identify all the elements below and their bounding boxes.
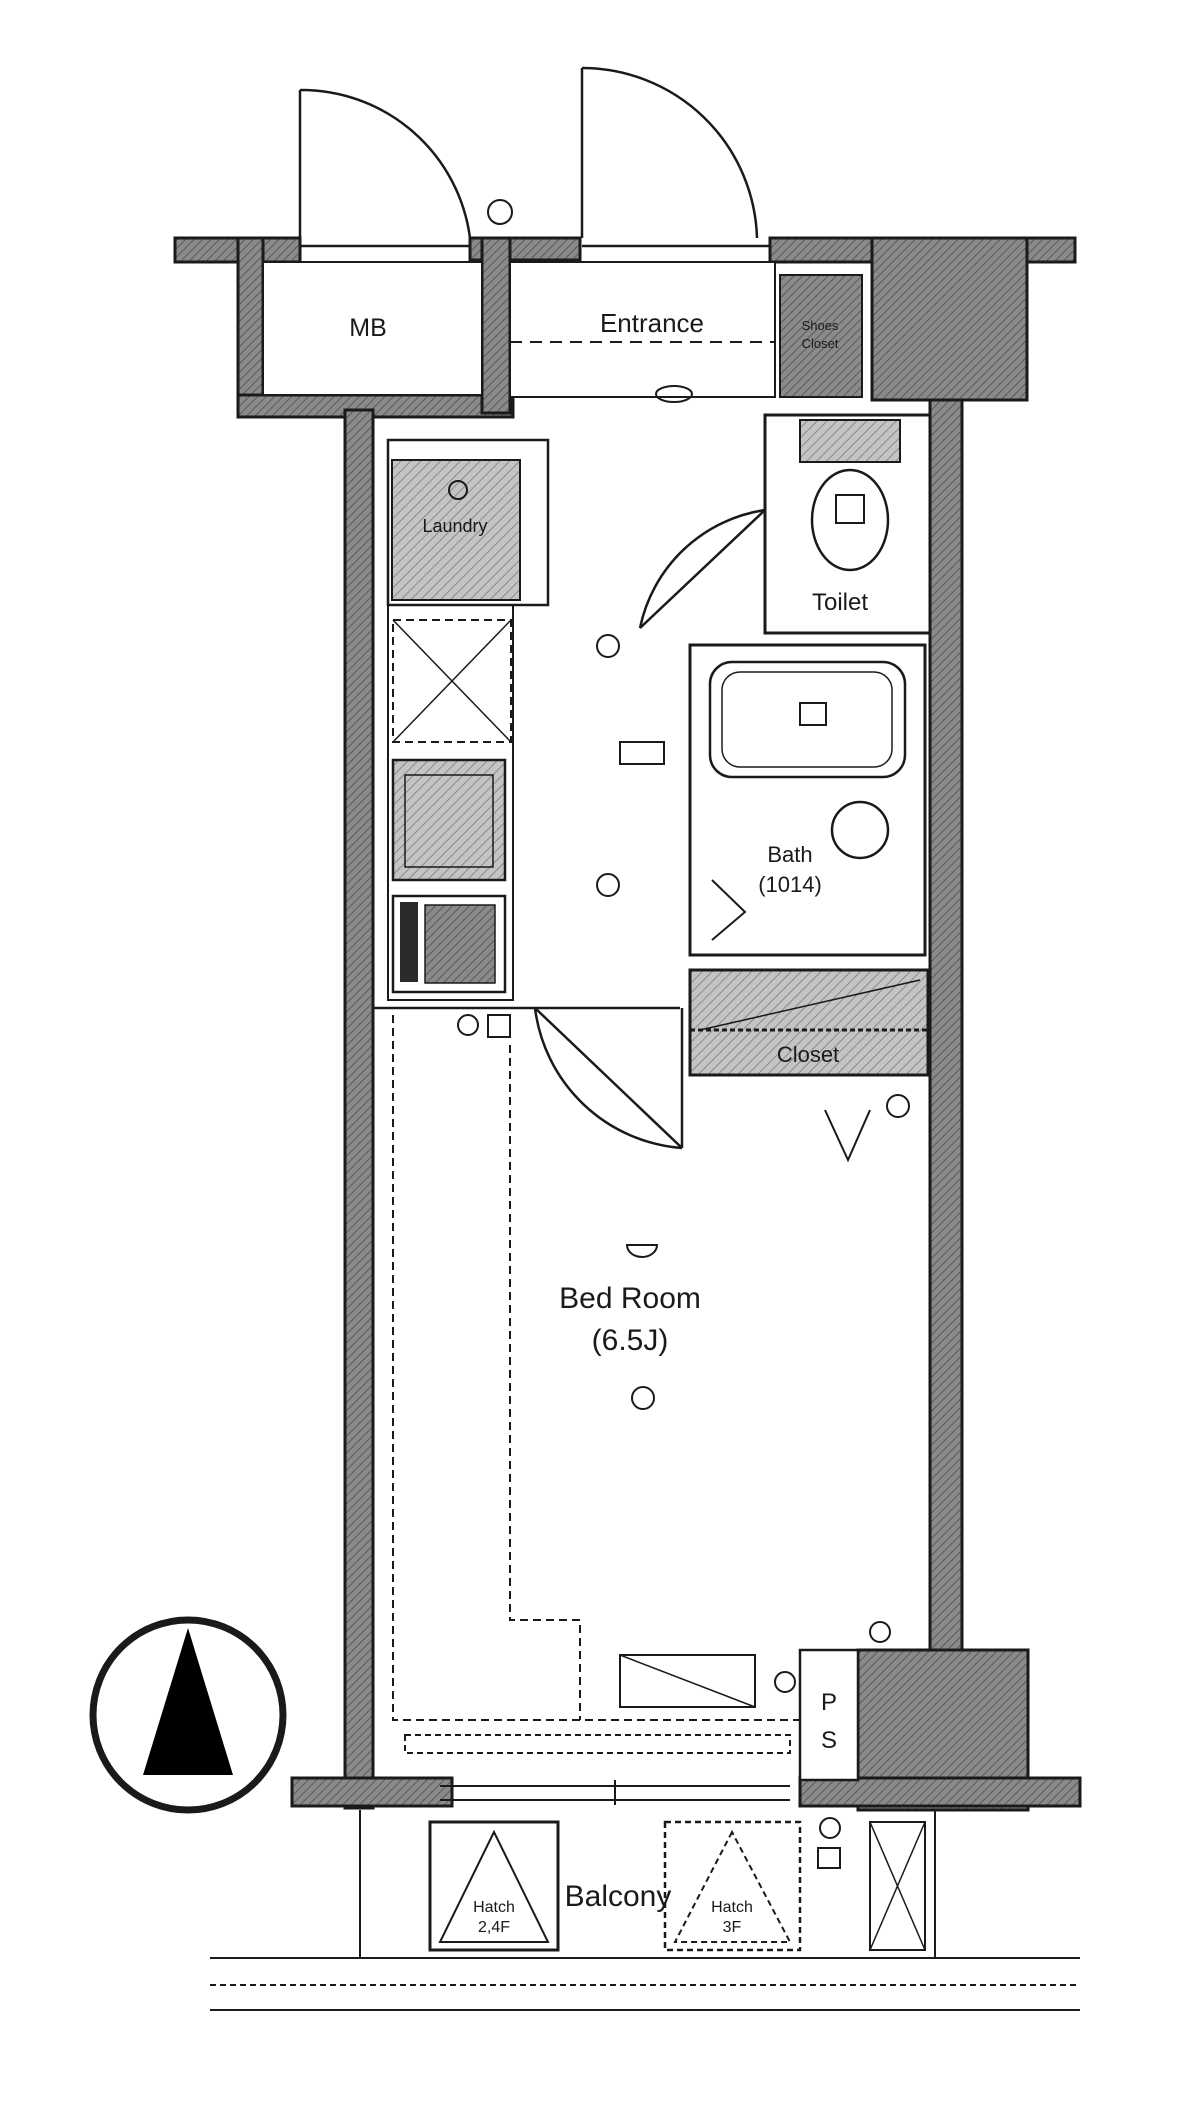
bath-label: Bath (767, 842, 812, 867)
drain-icon (448, 480, 468, 500)
closet-label: Closet (777, 1042, 839, 1067)
shoes-closet-label: Closet (802, 336, 839, 351)
switch-icon (457, 1014, 479, 1036)
balcony (210, 1810, 1080, 2011)
hatch-a-floor: 2,4F (478, 1919, 510, 1936)
hatch-b-label: Hatch (711, 1899, 753, 1916)
outlet-icon (869, 1621, 891, 1643)
laundry-label: Laundry (422, 516, 487, 536)
kitchen-counter (387, 604, 514, 1001)
ac-unit-icon (869, 1821, 926, 1951)
balcony-window (404, 1734, 791, 1805)
ceiling-light-icon (625, 1244, 659, 1258)
bedroom-size-label: (6.5J) (592, 1324, 669, 1357)
aircon-icon (824, 1109, 871, 1163)
light-icon (596, 634, 620, 658)
light-icon (596, 873, 620, 897)
mb-label: MB (349, 314, 387, 342)
shoes-closet (779, 274, 863, 398)
toilet-door (638, 508, 766, 629)
mb-room (262, 261, 483, 396)
walls (173, 236, 1082, 1812)
outlet-icon (774, 1671, 796, 1693)
heater-icon (619, 1654, 756, 1708)
entrance-doors (298, 66, 770, 248)
kitchen-sink (391, 758, 507, 882)
bathtub-icon (708, 660, 907, 779)
shoes-label: Shoes (802, 318, 839, 333)
toilet-icon (810, 468, 890, 572)
outlet-icon (817, 1847, 841, 1869)
sensor-icon (487, 199, 513, 225)
entrance-label: Entrance (600, 308, 704, 338)
hatch-a (428, 1820, 560, 1952)
outlet-icon (886, 1094, 910, 1118)
ps-shaft (798, 1648, 860, 1782)
hatch-a-label: Hatch (473, 1899, 515, 1916)
bath-size-label: (1014) (758, 872, 822, 897)
bedroom (392, 1015, 891, 1721)
bath-door (711, 879, 747, 941)
toilet-label: Toilet (812, 589, 868, 616)
hatch-b-floor: 3F (723, 1919, 742, 1936)
stove-icon (391, 894, 507, 994)
outlet-icon (819, 1817, 841, 1839)
balcony-label: Balcony (565, 1880, 672, 1913)
entrance-area (509, 261, 776, 398)
ps-p-label: P (821, 1689, 837, 1716)
bedroom-door (373, 1006, 684, 1150)
step-icon (655, 385, 693, 403)
outlet-icon (487, 1014, 511, 1038)
tv-outlet-icon (631, 1386, 655, 1410)
north-arrow-icon (89, 1616, 287, 1814)
toilet-tank (799, 419, 901, 463)
bedroom-label: Bed Room (559, 1282, 701, 1315)
hatch-b (663, 1820, 802, 1952)
fridge-space (392, 619, 512, 743)
intercom-icon (619, 741, 665, 765)
ps-s-label: S (821, 1727, 837, 1754)
bath-sink-icon (830, 800, 890, 860)
